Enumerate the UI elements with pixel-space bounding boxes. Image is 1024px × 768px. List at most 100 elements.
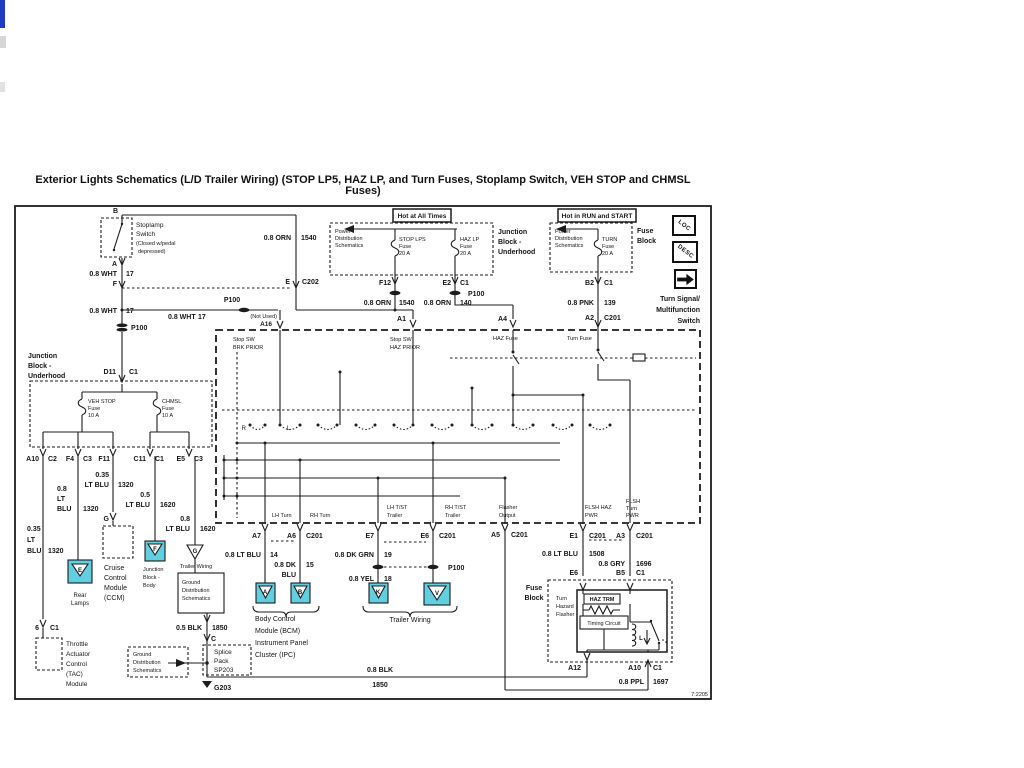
diagram-label: P100 [468,291,484,298]
turn-signal-switch-box [215,329,701,524]
diagram-label: Underhood [28,373,65,380]
diagram-label: 10 A [162,413,173,419]
diagram-label: G [193,549,198,555]
diagram-label: 17 [126,271,134,278]
diagram-label: Distribution [133,660,161,666]
diagram-label: Schematics [133,668,162,674]
diagram-label: A6 [287,533,296,540]
diagram-label: C202 [302,279,319,286]
diagram-label: 0.8 LT BLU [225,552,261,559]
diagram-label: Junction [498,229,527,236]
diagram-label: A5 [491,532,500,539]
schematic-title-line1: Exterior Lights Schematics (L/D Trailer … [35,174,691,186]
diagram-label: E7 [365,533,374,540]
diagram-label: R [242,426,247,432]
diagram-label: 0.8 PNK [568,300,594,307]
diagram-label: 0.8 [57,486,67,493]
diagram-label: Block - [498,239,522,246]
diagram-label: C2 [48,456,57,463]
desc-button[interactable]: DESC [672,241,698,263]
diagram-label: 1697 [653,679,669,686]
diagram-label: BLU [57,506,71,513]
diagram-label: 20 A [460,251,471,257]
diagram-label: Schematics [555,243,584,249]
diagram-label: Timing Circuit [587,621,621,627]
connector-bcm-b [290,582,311,604]
diagram-label: V [435,591,439,597]
diagram-label: Stop SW [390,337,413,343]
diagram-label: 0.8 LT BLU [542,551,578,558]
diagram-label: Stop SW [233,337,256,343]
diagram-label: E6 [420,533,429,540]
diagram-label: Power [335,229,351,235]
diagram-label: C1 [653,665,662,672]
diagram-label: E6 [569,570,578,577]
diagram-label: 0.5 BLK [176,625,202,632]
diagram-label: Control [104,575,127,582]
diagram-label: FLSH [626,499,640,505]
arrow-right-icon [677,273,694,285]
diagram-label: 0.35 [27,526,41,533]
diagram-label: B [113,208,118,215]
connector-junction-block-body [144,540,166,562]
diagram-label: 0.8 BLK [367,667,393,674]
diagram-label: C1 [155,456,164,463]
diagram-label: 139 [604,300,616,307]
diagram-label: A4 [498,316,507,323]
diagram-label: HAZ PRIOR [390,345,420,351]
diagram-label: A [263,590,268,596]
diagram-label: (Not Used) [250,314,277,320]
wires-solid [42,214,649,691]
diagram-label: HAZ TRM [590,597,615,603]
diagram-label: Turn [556,596,567,602]
loc-button[interactable]: LOC [672,215,696,236]
diagram-label: E [285,279,290,286]
diagram-label: F12 [379,280,391,287]
next-page-button[interactable] [674,269,697,289]
sp203-box [202,644,252,676]
diagram-label: PWR [626,513,639,519]
diagram-label: Splice [214,649,232,656]
diagram-label: LT BLU [126,502,150,509]
diagram-label: Fuse [88,406,100,412]
diagram-label: Module (BCM) [255,628,300,635]
diagram-label: BLU [27,548,41,555]
diagram-label: P100 [224,297,240,304]
diagram-label: A2 [585,315,594,322]
diagram-label: Schematics [335,243,364,249]
diagram-label: A10 [628,665,641,672]
pass-through-splices [116,290,461,570]
diagram-label: C1 [50,625,59,632]
diagram-label: 0.8 PPL [619,679,645,686]
diagram-label: LT [57,496,66,503]
page-border [14,205,712,700]
diagram-label: C1 [636,570,645,577]
diagram-label: Turn [626,506,637,512]
diagram-label: HAZ Fuse [493,336,518,342]
diagram-label: LT [27,537,36,544]
diagram-label: Throttle [66,641,88,648]
diagram-label: Switch [677,318,700,325]
diagram-label: Block - [143,575,160,581]
dashed-wires [122,287,696,568]
diagram-label: G203 [214,685,231,692]
diagram-label: C11 [134,456,147,463]
diagram-label: LH Turn [272,513,292,519]
diagram-label: F11 [98,456,110,463]
diagram-label: VEH STOP [88,399,116,405]
diagram-label: C201 [589,533,606,540]
diagram-label: Body Control [255,616,296,623]
diagram-label: HAZ LP [460,237,480,243]
diagram-label: A7 [252,533,261,540]
diagram-label: 0.8 ORN [364,300,391,307]
diagram-label: L [639,636,643,642]
diagram-label: Control [66,661,88,668]
diagram-label: Fuse [602,244,614,250]
stoplamp-switch-box [100,217,133,258]
diagram-label: Block [637,238,656,245]
diagram-label: B2 [585,280,594,287]
diagram-label: A [112,261,117,268]
diagram-label: G [104,516,110,523]
tac-box [35,637,63,671]
